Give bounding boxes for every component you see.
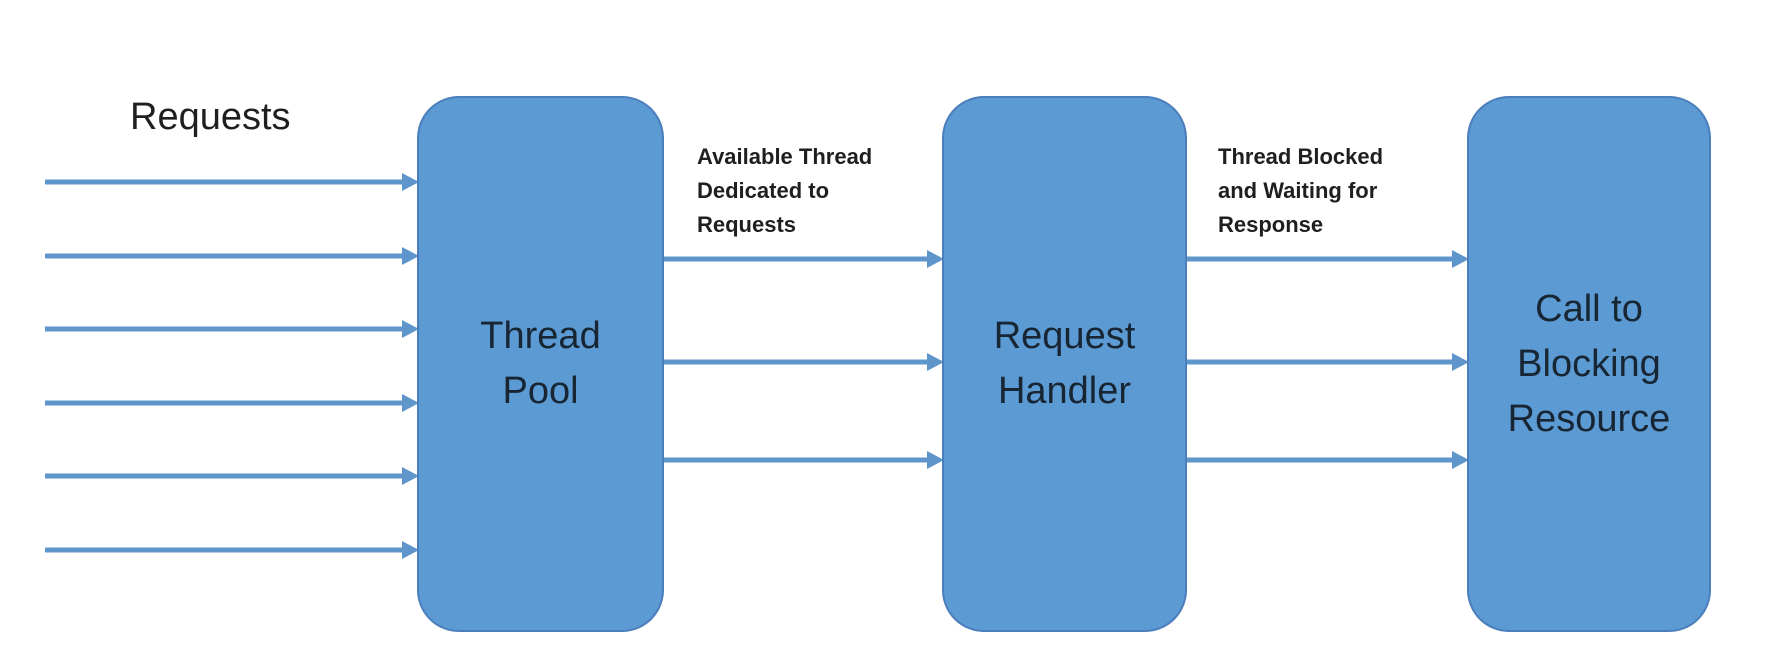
node-thread-pool-label: Thread Pool xyxy=(480,315,601,412)
requests-label: Requests xyxy=(130,96,291,138)
edge-label-available-thread: Available Thread Dedicated to Requests xyxy=(697,144,873,237)
node-call-to-blocking-resource-label: Call to Blocking Resource xyxy=(1507,287,1671,440)
node-request-handler: Request Handler xyxy=(942,96,1187,632)
node-thread-pool: Thread Pool xyxy=(417,96,664,632)
edge-label-thread-blocked: Thread Blocked and Waiting for Response xyxy=(1218,144,1384,237)
node-request-handler-label: Request Handler xyxy=(993,315,1136,412)
node-call-to-blocking-resource: Call to Blocking Resource xyxy=(1467,96,1711,632)
